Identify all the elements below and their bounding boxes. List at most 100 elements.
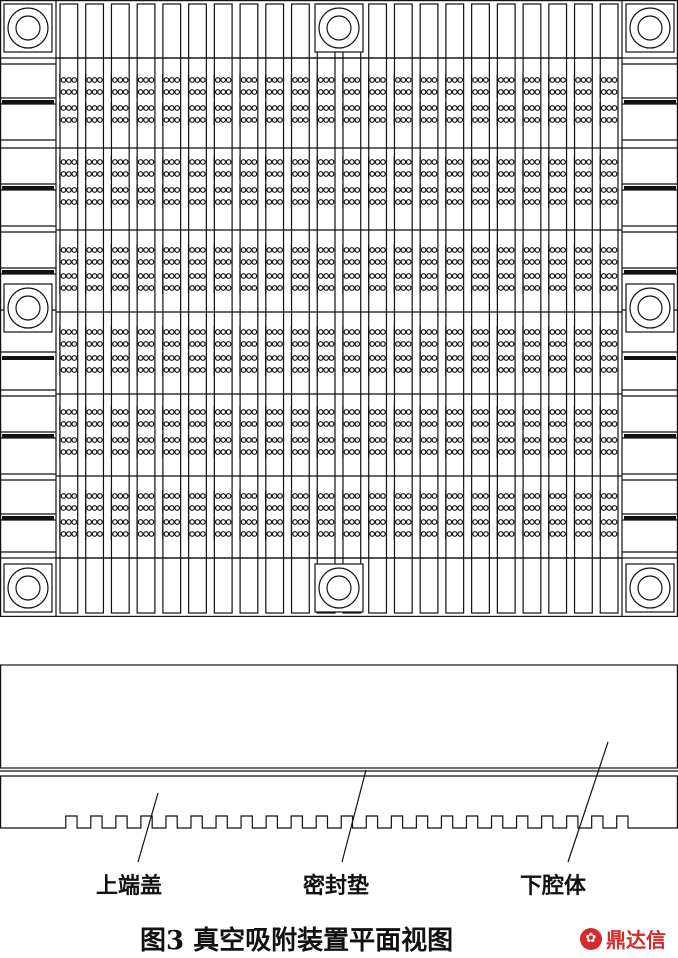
suction-hole — [71, 505, 78, 511]
suction-hole — [575, 355, 581, 361]
suction-hole — [91, 89, 98, 95]
suction-hole — [189, 187, 196, 193]
suction-hole — [271, 367, 278, 373]
suction-hole — [606, 199, 613, 205]
suction-hole — [457, 341, 464, 347]
suction-hole — [60, 117, 67, 123]
suction-hole — [225, 355, 232, 361]
suction-hole — [194, 105, 201, 111]
suction-hole — [122, 421, 129, 427]
suction-hole — [560, 355, 566, 361]
suction-hole — [606, 531, 613, 537]
suction-hole — [122, 247, 129, 253]
suction-hole — [426, 329, 432, 335]
suction-hole — [117, 531, 124, 537]
suction-hole — [534, 367, 541, 373]
suction-hole — [420, 329, 427, 335]
suction-hole — [86, 273, 93, 279]
suction-hole — [451, 531, 458, 537]
suction-hole — [508, 519, 515, 525]
suction-hole — [585, 367, 592, 373]
suction-hole — [503, 505, 510, 511]
suction-hole — [194, 493, 201, 499]
suction-hole — [302, 105, 309, 111]
suction-hole — [122, 199, 129, 205]
suction-hole — [354, 285, 361, 291]
label-upper-end-cap: 上端盖 — [96, 873, 163, 899]
suction-hole — [97, 187, 103, 193]
suction-hole — [426, 341, 432, 347]
suction-hole — [271, 449, 278, 455]
suction-hole — [214, 171, 221, 177]
suction-hole — [420, 367, 427, 373]
suction-hole — [477, 273, 484, 279]
suction-hole — [266, 199, 273, 205]
suction-hole — [477, 437, 484, 443]
suction-hole — [508, 159, 515, 165]
suction-hole — [534, 421, 541, 427]
suction-hole — [534, 285, 541, 291]
suction-hole — [163, 355, 170, 361]
suction-hole — [508, 409, 515, 415]
suction-hole — [529, 285, 535, 291]
suction-hole — [143, 329, 149, 335]
suction-hole — [65, 355, 72, 361]
suction-hole — [122, 117, 129, 123]
suction-hole — [374, 247, 381, 253]
suction-hole — [560, 505, 566, 511]
suction-hole — [277, 341, 283, 347]
suction-hole — [297, 355, 304, 361]
suction-hole — [174, 329, 181, 335]
suction-hole — [71, 273, 78, 279]
suction-hole — [400, 187, 407, 193]
suction-hole — [194, 505, 201, 511]
suction-hole — [174, 89, 181, 95]
suction-hole — [277, 159, 283, 165]
suction-hole — [611, 187, 618, 193]
suction-hole — [246, 341, 252, 347]
suction-hole — [86, 493, 93, 499]
suction-hole — [168, 421, 175, 427]
suction-hole — [240, 171, 247, 177]
suction-hole — [112, 367, 118, 373]
suction-hole — [585, 105, 592, 111]
suction-hole — [426, 273, 432, 279]
suction-hole — [225, 505, 232, 511]
suction-hole — [575, 117, 581, 123]
suction-hole — [503, 341, 510, 347]
suction-hole — [343, 89, 350, 95]
suction-hole — [271, 187, 278, 193]
suction-hole — [189, 531, 196, 537]
suction-hole — [431, 171, 438, 177]
suction-hole — [503, 105, 510, 111]
suction-hole — [600, 493, 607, 499]
suction-hole — [400, 117, 407, 123]
suction-hole — [348, 171, 355, 177]
suction-hole — [323, 329, 330, 335]
suction-hole — [297, 159, 304, 165]
suction-hole — [600, 505, 607, 511]
suction-hole — [446, 187, 453, 193]
suction-hole — [483, 341, 489, 347]
suction-hole — [214, 421, 221, 427]
suction-hole — [606, 285, 613, 291]
suction-hole — [374, 421, 381, 427]
suction-hole — [143, 505, 149, 511]
suction-hole — [97, 105, 103, 111]
suction-hole — [503, 437, 510, 443]
suction-hole — [317, 519, 324, 525]
suction-hole — [606, 493, 613, 499]
suction-hole — [323, 493, 330, 499]
suction-hole — [60, 449, 67, 455]
suction-hole — [86, 341, 93, 347]
suction-hole — [117, 449, 124, 455]
suction-hole — [143, 105, 149, 111]
suction-hole — [91, 421, 98, 427]
suction-hole — [369, 273, 376, 279]
suction-hole — [65, 493, 72, 499]
suction-hole — [374, 187, 381, 193]
suction-hole — [148, 493, 155, 499]
column-slot — [419, 3, 439, 614]
suction-hole — [323, 505, 330, 511]
suction-hole — [240, 247, 247, 253]
